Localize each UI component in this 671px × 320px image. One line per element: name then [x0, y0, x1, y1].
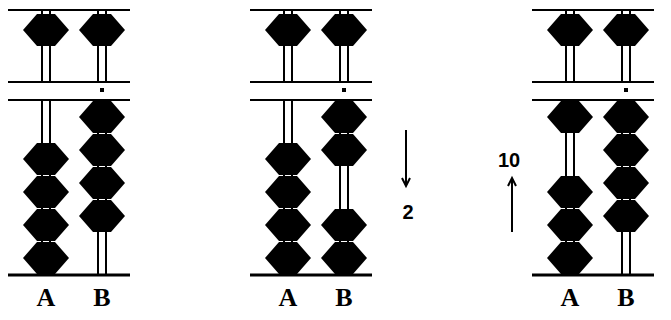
column-label: A — [561, 285, 580, 311]
move-arrow — [508, 178, 516, 232]
abacus-bar — [532, 99, 654, 101]
earth-bead — [321, 209, 367, 241]
earth-bead — [265, 242, 311, 274]
abacus-bar — [250, 9, 372, 11]
heaven-bead — [265, 14, 311, 46]
abacus-frame — [8, 10, 130, 275]
earth-bead — [547, 242, 593, 274]
abacus-frame — [532, 10, 654, 275]
earth-bead — [603, 167, 649, 199]
earth-bead — [79, 101, 125, 133]
earth-bead — [23, 242, 69, 274]
heaven-bead — [23, 14, 69, 46]
unit-dot — [342, 88, 346, 92]
earth-bead — [23, 176, 69, 208]
earth-bead — [265, 176, 311, 208]
unit-dot — [100, 88, 104, 92]
earth-bead — [321, 242, 367, 274]
abacus-bar — [8, 99, 130, 101]
heaven-bead — [547, 14, 593, 46]
abacus-frame — [250, 10, 372, 275]
abacus-bar — [8, 274, 130, 277]
earth-bead — [23, 209, 69, 241]
column-label: B — [617, 285, 634, 311]
earth-bead — [321, 101, 367, 133]
earth-bead — [547, 209, 593, 241]
earth-bead — [321, 134, 367, 166]
abacus-bar — [532, 9, 654, 11]
abacus-bar — [8, 9, 130, 11]
column-label: B — [335, 285, 352, 311]
abacus-bar — [8, 81, 130, 83]
earth-bead — [603, 101, 649, 133]
earth-bead — [603, 200, 649, 232]
abacus-bar — [532, 81, 654, 83]
heaven-bead — [79, 14, 125, 46]
column-label: A — [37, 285, 56, 311]
column-label: B — [93, 285, 110, 311]
heaven-bead — [603, 14, 649, 46]
abacus-bar — [532, 274, 654, 277]
abacus-bar — [250, 81, 372, 83]
earth-bead — [79, 167, 125, 199]
earth-bead — [79, 134, 125, 166]
unit-dot — [624, 88, 628, 92]
earth-bead — [265, 143, 311, 175]
move-arrow — [402, 130, 410, 186]
earth-bead — [265, 209, 311, 241]
column-label: A — [279, 285, 298, 311]
move-amount: 2 — [402, 202, 413, 222]
earth-bead — [23, 143, 69, 175]
earth-bead — [547, 101, 593, 133]
earth-bead — [79, 200, 125, 232]
earth-bead — [603, 134, 649, 166]
abacus-bar — [250, 99, 372, 101]
earth-bead — [547, 176, 593, 208]
heaven-bead — [321, 14, 367, 46]
move-amount: 10 — [498, 150, 520, 170]
abacus-bar — [250, 274, 372, 277]
